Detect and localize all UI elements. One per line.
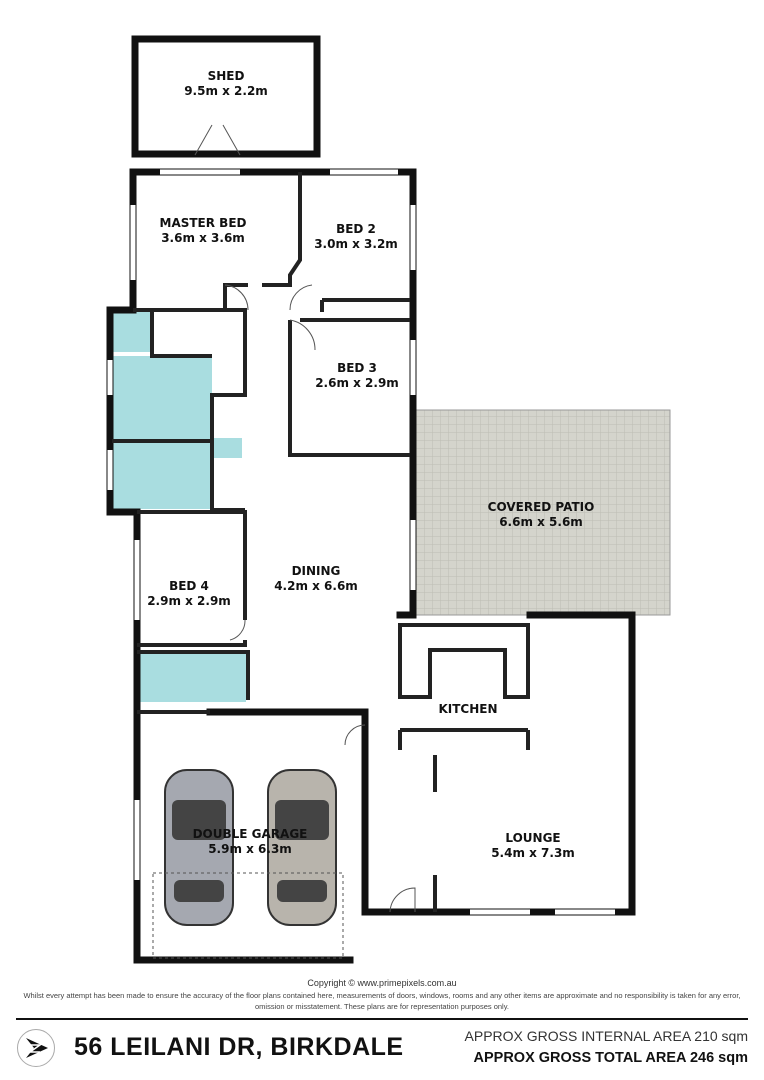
bed2-label: BED 2 [336, 222, 376, 236]
bed2-size: 3.0m x 3.2m [314, 237, 398, 251]
compass-logo-icon [17, 1029, 55, 1067]
bed3-label: BED 3 [337, 361, 377, 375]
covered-patio-label: COVERED PATIO [488, 500, 595, 514]
master-bed-size: 3.6m x 3.6m [161, 231, 245, 245]
shed-label: SHED [208, 69, 245, 83]
divider [16, 1018, 748, 1020]
lounge-label: LOUNGE [505, 831, 560, 845]
car-right [267, 769, 337, 926]
bed4-size: 2.9m x 2.9m [147, 594, 231, 608]
shed-size: 9.5m x 2.2m [184, 84, 268, 98]
footer: Copyright © www.primepixels.com.au Whils… [0, 975, 764, 1067]
total-area: APPROX GROSS TOTAL AREA 246 sqm [473, 1050, 749, 1066]
windows [107, 169, 615, 915]
covered-patio-size: 6.6m x 5.6m [499, 515, 583, 529]
property-address: 56 LEILANI DR, BIRKDALE [74, 1033, 404, 1061]
kitchen-label: KITCHEN [438, 702, 497, 716]
internal-area: APPROX GROSS INTERNAL AREA 210 sqm [464, 1028, 748, 1044]
covered-patio-area [412, 409, 671, 616]
bed3-size: 2.6m x 2.9m [315, 376, 399, 390]
doors [194, 124, 416, 913]
double-garage-size: 5.9m x 6.3m [208, 842, 292, 856]
copyright: Copyright © www.primepixels.com.au [307, 978, 457, 988]
wet-areas [112, 312, 246, 702]
master-bed-label: MASTER BED [160, 216, 247, 230]
dining-label: DINING [292, 564, 341, 578]
dining-size: 4.2m x 6.6m [274, 579, 358, 593]
bed4-label: BED 4 [169, 579, 209, 593]
lounge-size: 5.4m x 7.3m [491, 846, 575, 860]
car-left [164, 769, 234, 926]
disclaimer: Whilst every attempt has been made to en… [23, 991, 741, 1011]
floor-plan: SHED 9.5m x 2.2m MASTER BED 3.6m x 3.6m … [106, 35, 671, 964]
shed-walls [131, 35, 321, 158]
double-garage-label: DOUBLE GARAGE [193, 827, 308, 841]
